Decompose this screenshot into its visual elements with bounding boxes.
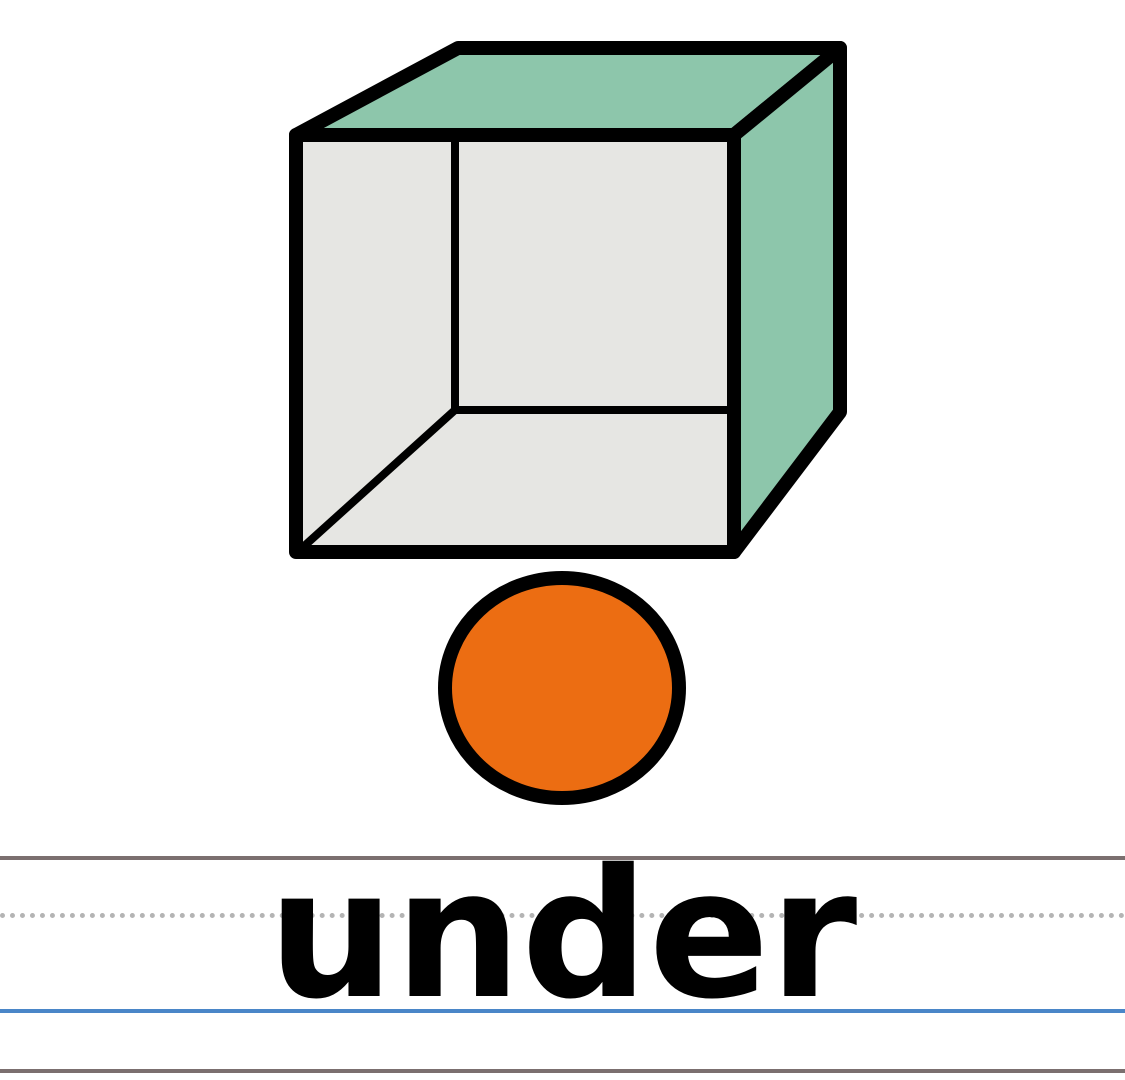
- bottom-line: [0, 1069, 1125, 1073]
- word-label: under: [267, 831, 858, 1038]
- baseline: [0, 1009, 1125, 1013]
- top-line: [0, 856, 1125, 860]
- handwriting-lines: under: [0, 840, 1125, 1080]
- dotted-midline: [0, 913, 1125, 918]
- illustration: [289, 41, 847, 805]
- open-box-icon: [289, 41, 847, 559]
- ball-icon: [438, 571, 686, 805]
